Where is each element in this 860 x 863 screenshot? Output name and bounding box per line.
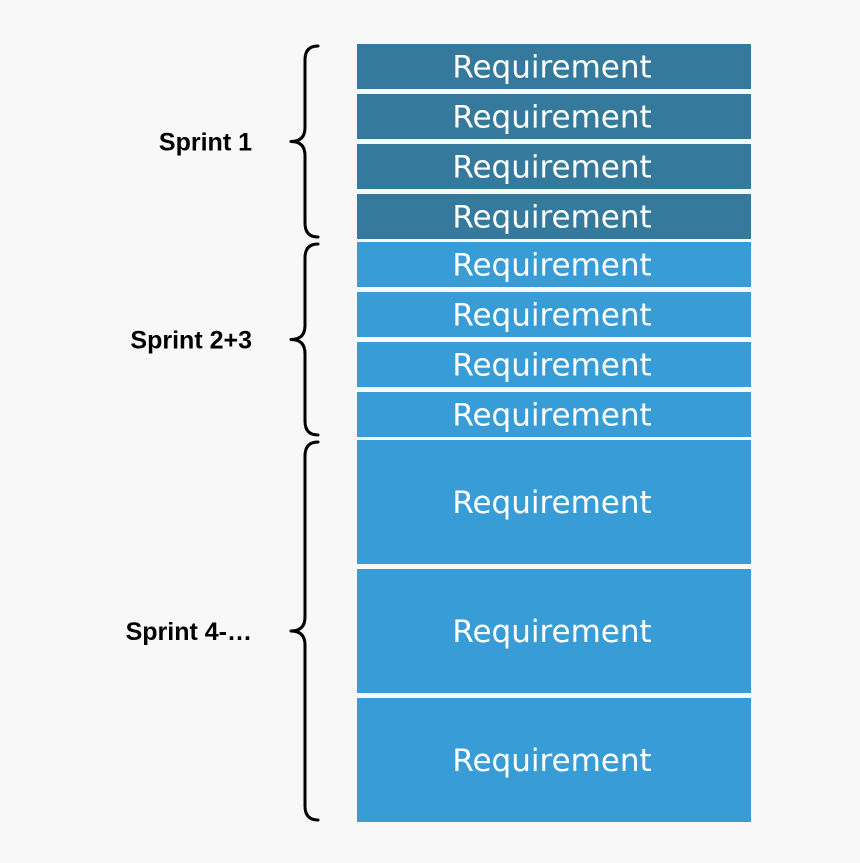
requirement-label: Requirement (452, 200, 651, 236)
sprint-brace (289, 44, 320, 239)
sprint-label: Sprint 4-… (126, 618, 252, 646)
requirement-label: Requirement (452, 743, 651, 779)
requirement-box (357, 569, 751, 693)
requirement-label: Requirement (452, 100, 651, 136)
requirement-box (357, 242, 751, 287)
requirement-box (357, 698, 751, 822)
sprint-label: Sprint 1 (159, 129, 252, 157)
requirement-box (357, 440, 751, 564)
requirement-box (357, 94, 751, 139)
requirement-label: Requirement (452, 614, 651, 650)
requirement-label: Requirement (452, 398, 651, 434)
requirement-label: Requirement (452, 348, 651, 384)
requirement-box (357, 342, 751, 387)
requirement-label: Requirement (452, 485, 651, 521)
sprint-braces (289, 44, 320, 822)
sprint-brace (289, 242, 320, 437)
requirement-stack: RequirementRequirementRequirementRequire… (357, 44, 751, 822)
requirement-label: Requirement (452, 150, 651, 186)
requirement-label: Requirement (452, 248, 651, 284)
sprint-brace (289, 440, 320, 822)
requirement-box (357, 144, 751, 189)
requirement-box (357, 194, 751, 239)
requirement-box (357, 392, 751, 437)
requirement-box (357, 44, 751, 89)
requirement-label: Requirement (452, 298, 651, 334)
sprint-label: Sprint 2+3 (130, 327, 252, 355)
requirement-box (357, 292, 751, 337)
requirement-label: Requirement (452, 50, 651, 86)
